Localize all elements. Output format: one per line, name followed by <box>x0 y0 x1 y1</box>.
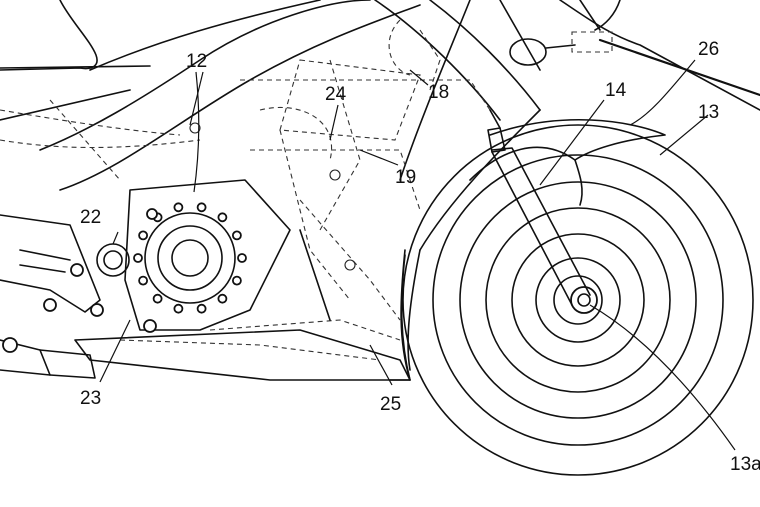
upper-fairing <box>0 0 760 190</box>
label-12: 12 <box>186 51 207 72</box>
engine-bolt <box>174 305 182 313</box>
engine-bolt <box>154 295 162 303</box>
engine-bolt <box>134 254 142 262</box>
seat-outline <box>0 0 150 70</box>
engine-bolt <box>233 277 241 285</box>
engine-bolt <box>218 213 226 221</box>
engine-bolt <box>218 295 226 303</box>
engine-bolt <box>139 231 147 239</box>
label-14: 14 <box>605 80 627 101</box>
label-19: 19 <box>395 167 416 188</box>
label-13: 13 <box>698 102 719 123</box>
footpeg-bracket <box>0 215 103 316</box>
engine-bolt <box>198 305 206 313</box>
label-24: 24 <box>325 84 347 105</box>
hidden-frame-dashed <box>0 20 490 360</box>
lower-cowl <box>75 230 410 380</box>
exhaust-pipe <box>0 338 95 378</box>
engine-cover <box>125 180 290 330</box>
pivot-22 <box>97 244 129 276</box>
leader-lines <box>100 60 735 450</box>
engine-bolt <box>198 203 206 211</box>
reference-labels: 12 13 13a 14 18 19 22 23 24 25 26 <box>80 39 760 475</box>
engine-bolt <box>174 203 182 211</box>
front-axle <box>571 287 597 313</box>
engine-bolt <box>139 277 147 285</box>
engine-bolt <box>233 231 241 239</box>
label-13a: 13a <box>730 454 760 475</box>
turn-signal <box>510 32 612 65</box>
label-25: 25 <box>380 394 401 415</box>
label-26: 26 <box>698 39 719 60</box>
front-fender <box>470 120 665 205</box>
front-fairing <box>390 0 540 380</box>
label-23: 23 <box>80 388 101 409</box>
label-18: 18 <box>428 82 449 103</box>
engine-bolt <box>238 254 246 262</box>
label-22: 22 <box>80 207 101 228</box>
